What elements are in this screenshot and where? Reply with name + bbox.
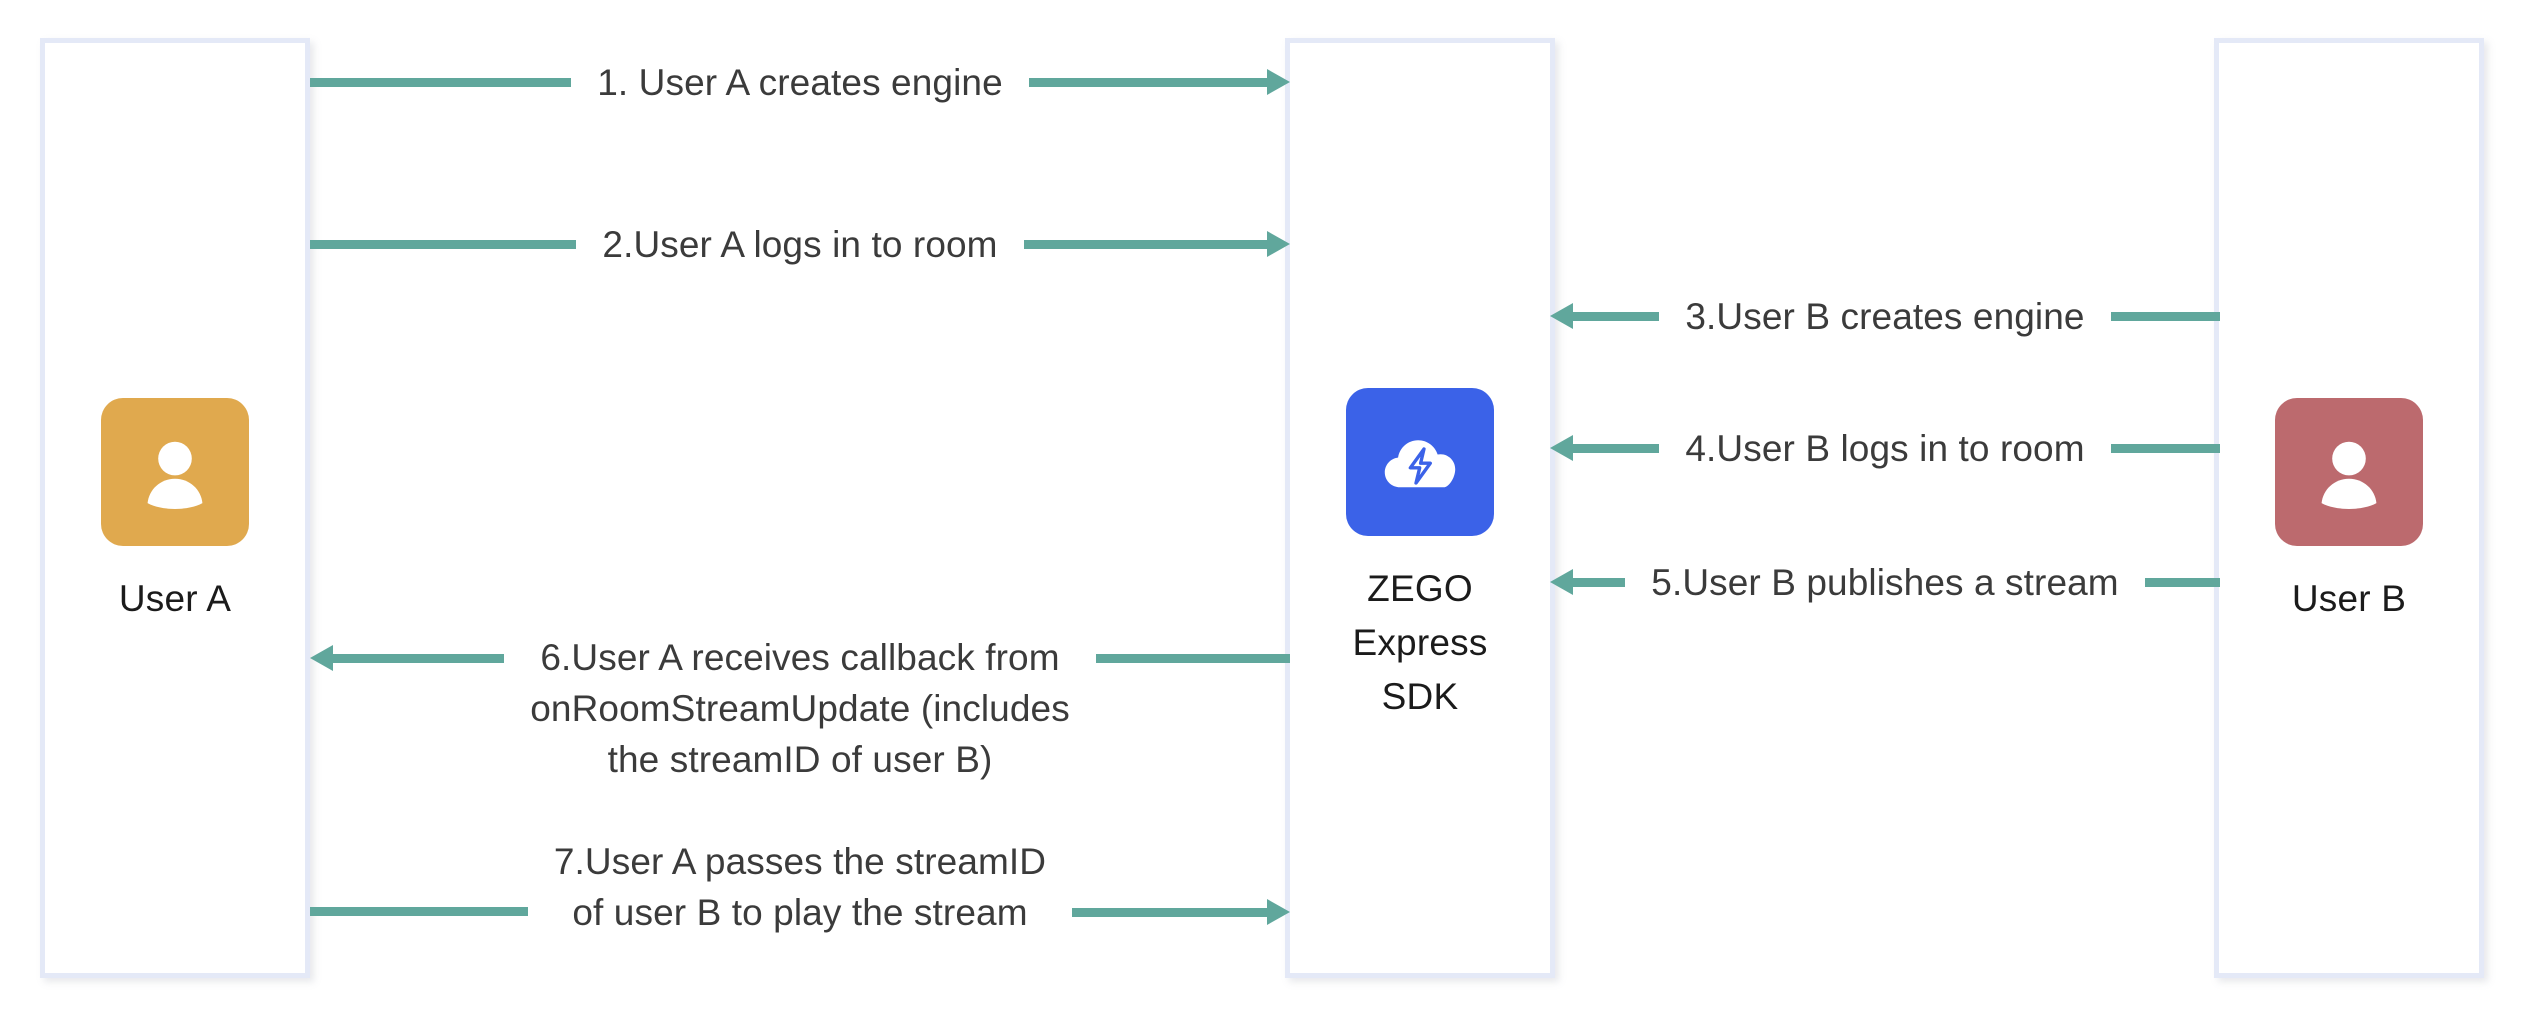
- node-sdk: ZEGO Express SDK: [1290, 388, 1550, 724]
- step-arrow-2: 2.User A logs in to room: [310, 224, 1291, 265]
- arrow-head-5-left: [1550, 569, 1626, 595]
- avatar-user-b: [2275, 398, 2423, 546]
- step-label-1: 1. User A creates engine: [597, 61, 1003, 103]
- node-user-b: User B: [2219, 398, 2479, 626]
- lifeline-column-user-b: User B: [2214, 38, 2484, 978]
- step-label-7: 7.User A passes the streamID of user B t…: [553, 841, 1047, 933]
- zego-cloud-bolt-icon: [1346, 388, 1494, 536]
- arrow-line-4-tail: [2110, 443, 2221, 453]
- arrow-head-6-left: [310, 645, 505, 671]
- step-label-4: 4.User B logs in to room: [1685, 427, 2085, 469]
- arrow-line-3-tail: [2110, 311, 2220, 321]
- node-caption-sdk: ZEGO Express SDK: [1352, 568, 1488, 717]
- step-arrow-1: 1. User A creates engine: [310, 62, 1291, 103]
- arrow-line-5-tail: [2144, 577, 2220, 587]
- node-caption-user-a: User A: [118, 578, 232, 619]
- avatar-user-a: [101, 398, 249, 546]
- step-arrow-4: 4.User B logs in to room: [1550, 428, 2221, 469]
- arrow-head-7-right: [1072, 899, 1290, 925]
- step-arrow-3: 3.User B creates engine: [1550, 296, 2220, 337]
- arrow-line-6-tail: [1095, 654, 1291, 663]
- step-label-5: 5.User B publishes a stream: [1651, 561, 2119, 603]
- lifeline-column-sdk: ZEGO Express SDK: [1285, 38, 1555, 978]
- node-user-a: User A: [45, 398, 305, 626]
- step-arrow-6: 6.User A receives callback from onRoomSt…: [310, 632, 1291, 792]
- lifeline-column-user-a: User A: [40, 38, 310, 978]
- step-label-2: 2.User A logs in to room: [602, 223, 998, 265]
- arrow-head-4-left: [1550, 435, 1660, 461]
- arrow-line-2-tail: [310, 239, 577, 249]
- step-arrow-5: 5.User B publishes a stream: [1550, 562, 2220, 603]
- arrow-head-2-right: [1023, 231, 1291, 257]
- arrow-head-3-left: [1550, 303, 1660, 329]
- arrow-line-1-tail: [310, 77, 572, 87]
- arrow-head-1-right: [1028, 69, 1291, 95]
- node-caption-user-b: User B: [2291, 578, 2407, 619]
- step-label-6: 6.User A receives callback from onRoomSt…: [530, 637, 1070, 780]
- arrow-line-7-tail: [310, 907, 528, 916]
- step-arrow-7: 7.User A passes the streamID of user B t…: [310, 826, 1290, 938]
- step-label-3: 3.User B creates engine: [1685, 295, 2085, 337]
